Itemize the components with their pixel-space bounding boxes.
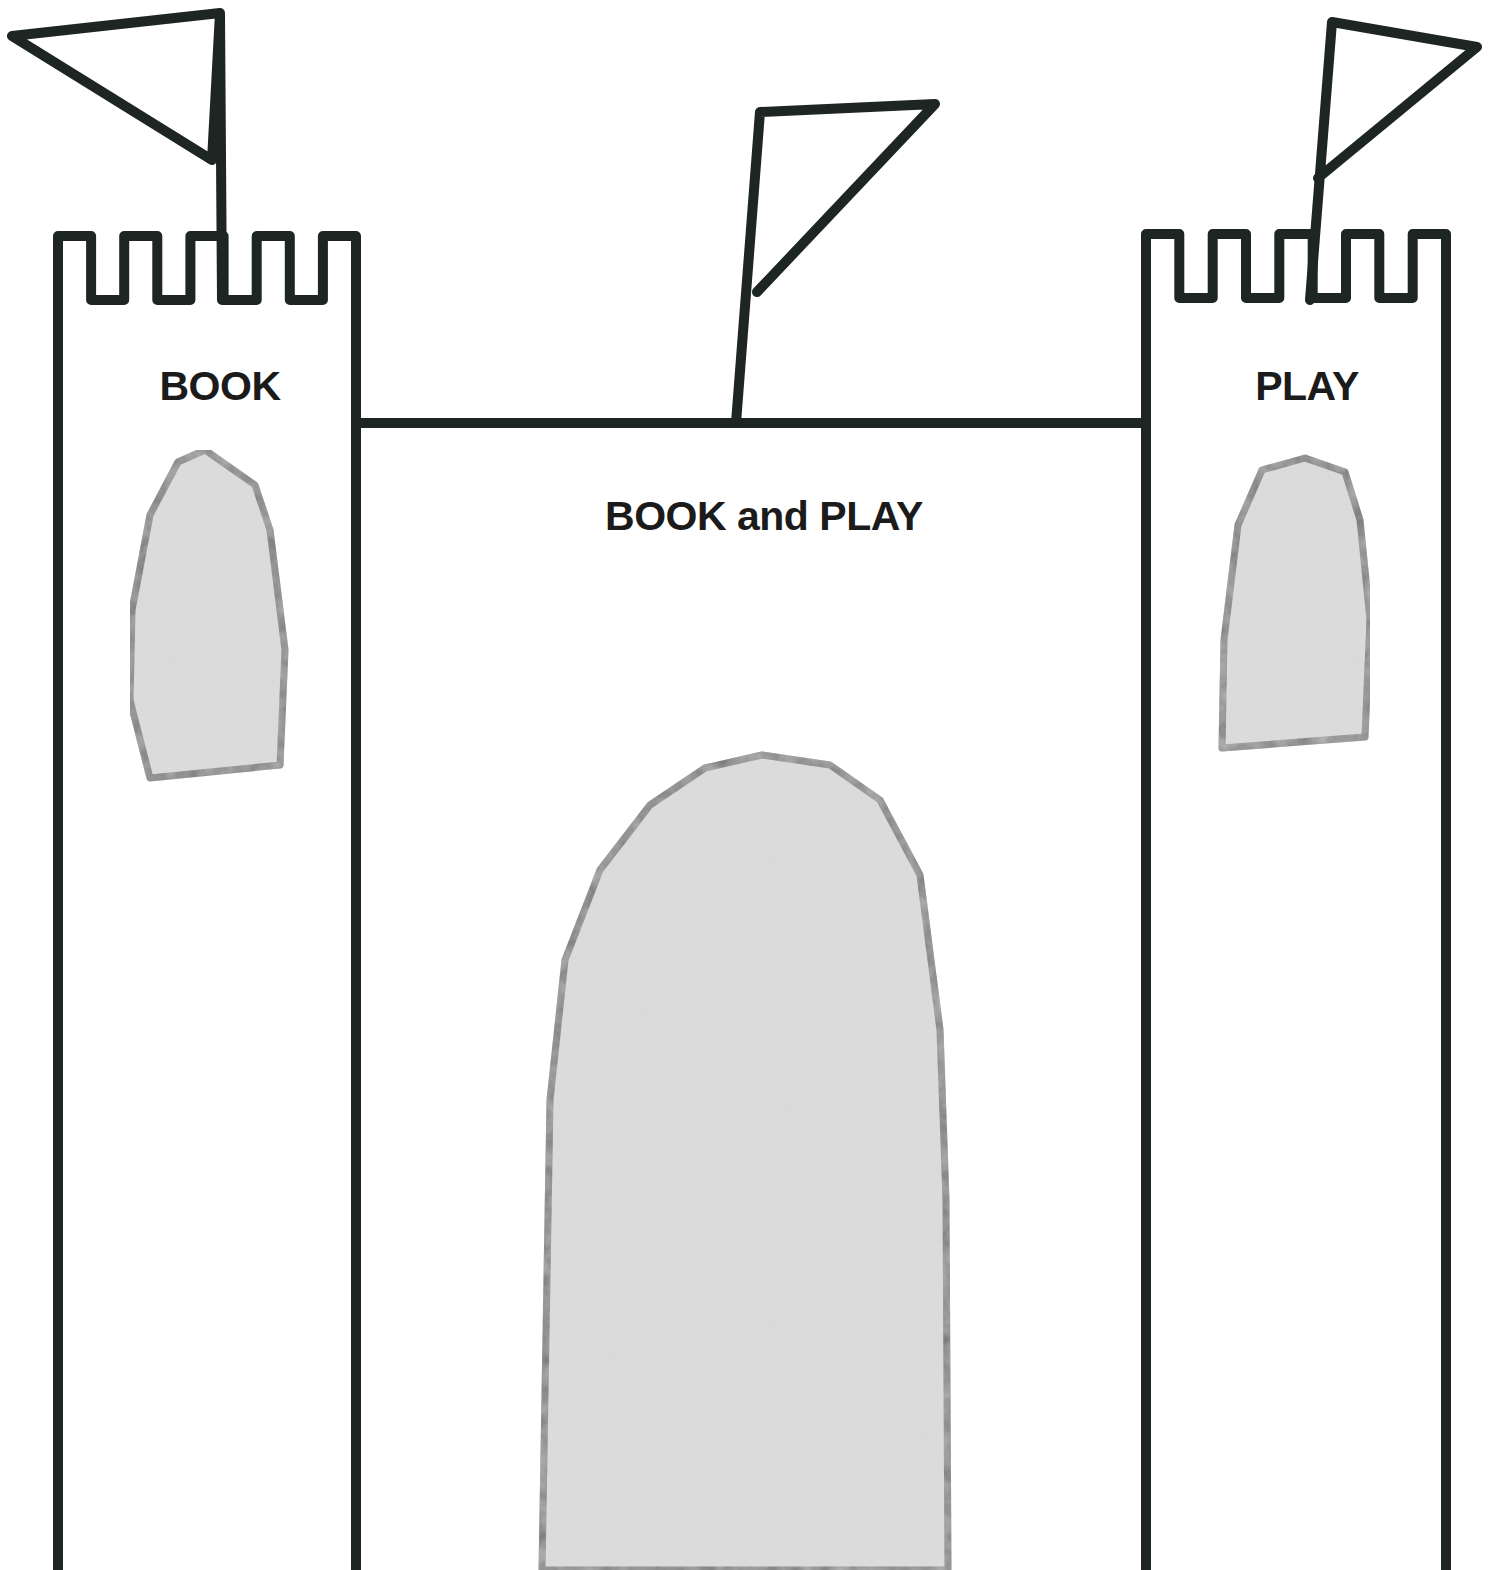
right-flag [1310,22,1477,300]
node-label: BOOK [160,363,281,410]
left-tower-outline [40,220,380,1570]
left-window [130,450,285,778]
right-window [1222,458,1370,748]
central-wall-outline [358,415,1142,1570]
right-tower: PLAY [1128,218,1468,1570]
node-label: BOOK and PLAY [605,493,923,540]
central-wall: BOOK and PLAY [358,415,1142,1570]
center-flag [736,104,935,423]
node-label: PLAY [1255,363,1359,410]
right-tower-outline [1128,218,1468,1570]
left-tower: BOOK [40,220,380,1570]
castle-door [542,755,948,1570]
